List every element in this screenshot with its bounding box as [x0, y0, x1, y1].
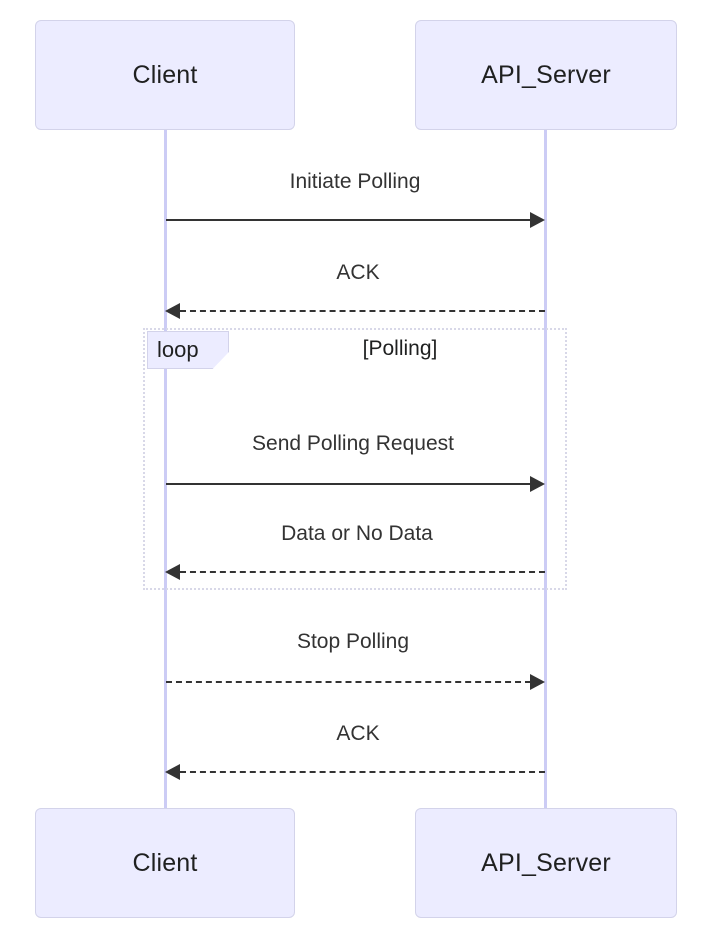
message-arrowhead-ack-1	[165, 303, 180, 319]
message-label-stop-polling: Stop Polling	[296, 630, 410, 653]
participant-api-server-bottom-label: API_Server	[481, 848, 611, 877]
message-arrowhead-initiate-polling	[530, 212, 545, 228]
participant-api-server-top[interactable]: API_Server	[415, 20, 677, 130]
message-line-ack-1	[180, 310, 545, 312]
participant-client-top-label: Client	[132, 60, 198, 89]
participant-api-server-top-label: API_Server	[481, 60, 611, 89]
message-line-initiate-polling	[166, 219, 531, 221]
fragment-loop-polling	[143, 328, 567, 590]
participant-api-server-bottom[interactable]: API_Server	[415, 808, 677, 918]
fragment-loop-tag-label: loop	[157, 337, 199, 362]
fragment-loop-tag: loop	[147, 331, 229, 369]
message-label-send-polling-request: Send Polling Request	[252, 432, 454, 455]
participant-client-bottom-label: Client	[132, 848, 198, 877]
lifeline-client	[164, 130, 167, 808]
message-line-ack-2	[180, 771, 545, 773]
message-arrowhead-data-or-no-data	[165, 564, 180, 580]
message-label-ack-2: ACK	[336, 722, 380, 745]
message-arrowhead-stop-polling	[530, 674, 545, 690]
lifeline-api-server	[544, 130, 547, 808]
message-label-initiate-polling: Initiate Polling	[289, 170, 421, 193]
message-line-data-or-no-data	[180, 571, 545, 573]
message-label-ack-1: ACK	[336, 261, 380, 284]
message-line-send-polling-request	[166, 483, 531, 485]
message-label-data-or-no-data: Data or No Data	[281, 522, 433, 545]
message-arrowhead-ack-2	[165, 764, 180, 780]
participant-client-top[interactable]: Client	[35, 20, 295, 130]
fragment-loop-condition: [Polling]	[362, 337, 438, 360]
message-line-stop-polling	[166, 681, 531, 683]
message-arrowhead-send-polling-request	[530, 476, 545, 492]
participant-client-bottom[interactable]: Client	[35, 808, 295, 918]
